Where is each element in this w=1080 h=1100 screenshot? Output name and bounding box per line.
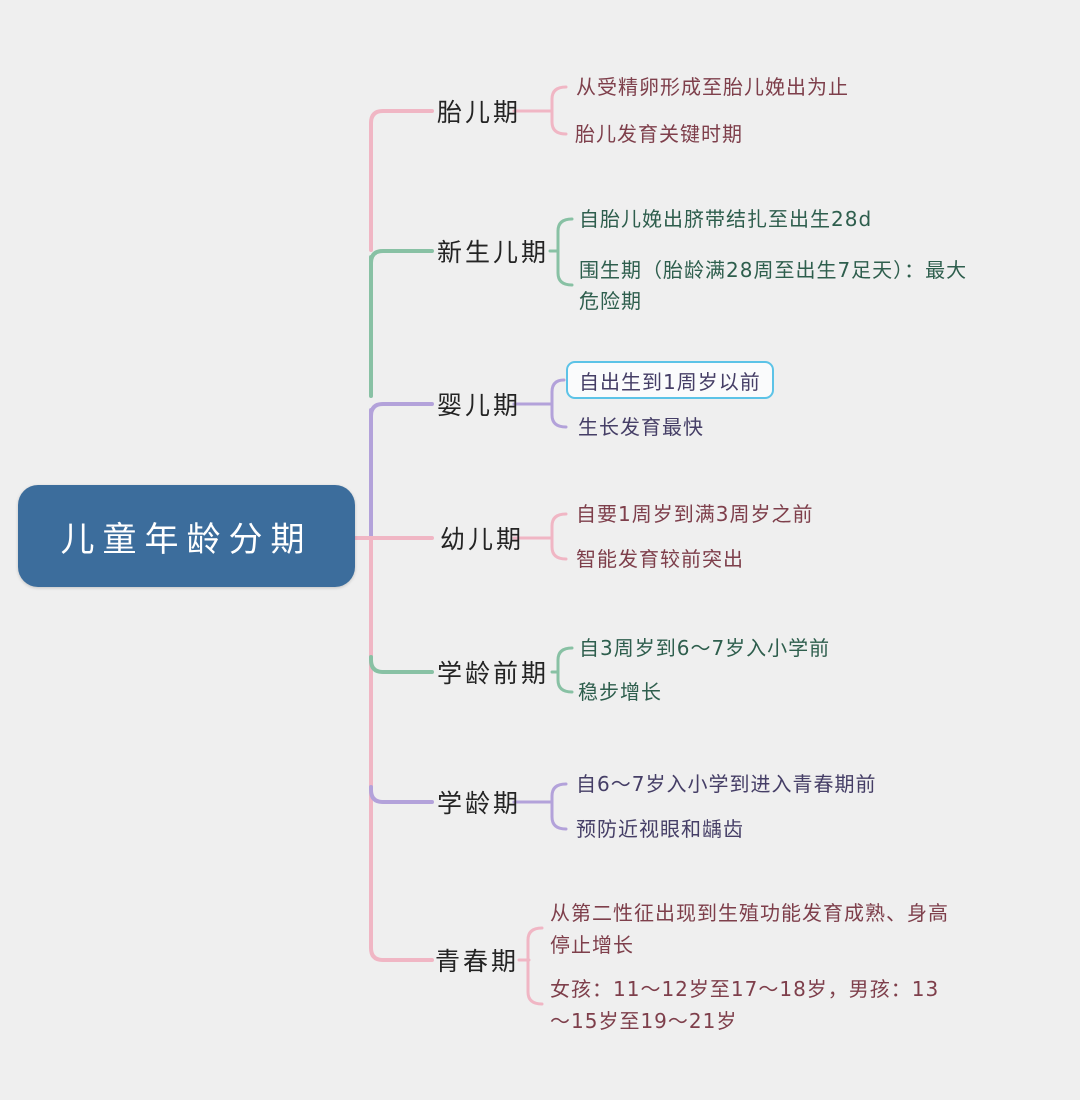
subtopic-toddler-2[interactable]: 智能发育较前突出 xyxy=(576,547,744,571)
subtopic-adolescence-1[interactable]: 从第二性征出现到生殖功能发育成熟、身高停止增长 xyxy=(550,901,949,957)
topic-school-age-period[interactable]: 学龄期 xyxy=(437,789,522,818)
topic-preschool-period[interactable]: 学龄前期 xyxy=(437,659,550,688)
root-node[interactable]: 儿童年龄分期 xyxy=(18,485,355,587)
subtopic-preschool-2[interactable]: 稳步增长 xyxy=(578,680,662,704)
brace-schoolage xyxy=(512,782,568,831)
subtopic-infant-2[interactable]: 生长发育最快 xyxy=(578,415,704,439)
topic-fetal-period[interactable]: 胎儿期 xyxy=(437,98,522,127)
subtopic-schoolage-2[interactable]: 预防近视眼和龋齿 xyxy=(576,817,744,841)
subtopic-toddler-1[interactable]: 自要1周岁到满3周岁之前 xyxy=(576,502,814,526)
topic-toddler-period[interactable]: 幼儿期 xyxy=(440,525,525,554)
subtopic-adolescence-2[interactable]: 女孩：11～12岁至17～18岁，男孩：13～15岁至19～21岁 xyxy=(550,977,940,1033)
subtopic-fetal-1[interactable]: 从受精卵形成至胎儿娩出为止 xyxy=(576,75,849,99)
trunk-segment-neonatal xyxy=(369,249,434,398)
trunk-elbow-schoolage xyxy=(369,785,434,804)
subtopic-preschool-1[interactable]: 自3周岁到6～7岁入小学前 xyxy=(579,636,831,660)
brace-infant xyxy=(512,378,568,429)
trunk-elbow-preschool xyxy=(369,655,434,674)
subtopic-fetal-2[interactable]: 胎儿发育关键时期 xyxy=(575,122,743,146)
subtopic-neonatal-2[interactable]: 围生期（胎龄满28周至出生7足天）：最大危险期 xyxy=(579,258,968,313)
topic-infant-period[interactable]: 婴儿期 xyxy=(437,391,522,420)
trunk-segment-fetal xyxy=(369,109,434,252)
topic-neonatal-period[interactable]: 新生儿期 xyxy=(437,238,550,267)
brace-neonatal xyxy=(548,217,574,287)
brace-preschool xyxy=(550,646,574,694)
brace-adolescence xyxy=(517,926,544,1006)
trunk-segment-lower xyxy=(369,536,434,962)
topic-adolescence[interactable]: 青春期 xyxy=(435,947,520,976)
trunk-segment-infant xyxy=(369,402,434,540)
subtopic-neonatal-1[interactable]: 自胎儿娩出脐带结扎至出生28d xyxy=(579,207,873,231)
subtopic-schoolage-1[interactable]: 自6～7岁入小学到进入青春期前 xyxy=(576,772,877,796)
brace-fetal xyxy=(512,85,568,136)
subtopic-infant-1-highlighted[interactable]: 自出生到1周岁以前 xyxy=(566,361,774,399)
